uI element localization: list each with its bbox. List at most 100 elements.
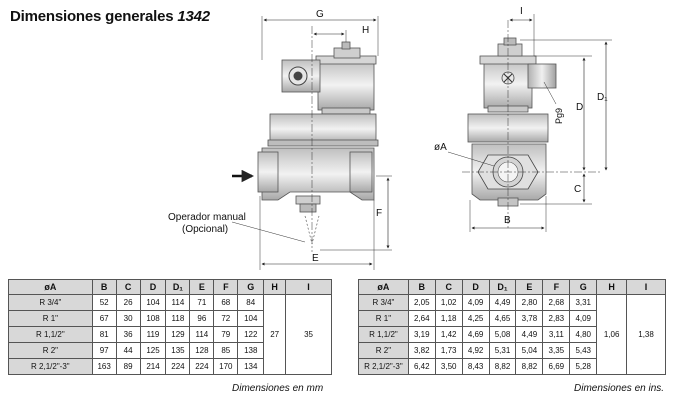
table-cell: 36	[115, 326, 141, 343]
table-cell: 30	[115, 310, 141, 327]
table-cell: 4,49	[515, 326, 544, 343]
table-row: R 1" 67 30 108 118 96 72 104	[8, 310, 332, 327]
table-cell: 1,73	[434, 342, 463, 359]
table-cell: R 3/4"	[8, 294, 93, 311]
col-header: H	[263, 279, 287, 295]
table-cell: 3,50	[434, 358, 463, 375]
page-title: Dimensiones generales 1342	[10, 8, 210, 25]
table-cell: 8,43	[461, 358, 490, 375]
table-cell: 5,04	[515, 342, 544, 359]
table-cell: 8,82	[488, 358, 517, 375]
col-header: D	[139, 279, 167, 295]
table-cell: R 1,1/2"	[8, 326, 93, 343]
table-cell: R 2,1/2"-3"	[8, 358, 93, 375]
table-cell: 224	[189, 358, 215, 375]
table-cell: 163	[91, 358, 117, 375]
table-cell: 3,19	[407, 326, 436, 343]
table-cell: 84	[237, 294, 265, 311]
table-row: R 3/4" 52 26 104 114 71 68 84 27 35	[8, 294, 332, 375]
table-cell: 4,92	[461, 342, 490, 359]
table-row: R 1,1/2" 3,19 1,42 4,69 5,08 4,49 3,11 4…	[358, 326, 666, 343]
table-cell: 26	[115, 294, 141, 311]
table-cell: 214	[139, 358, 167, 375]
col-header: øA	[8, 279, 93, 295]
table-cell: 1,18	[434, 310, 463, 327]
title-model: 1342	[177, 8, 210, 25]
table-cell: 3,31	[569, 294, 598, 311]
table-cell: 52	[91, 294, 117, 311]
col-header: G	[569, 279, 598, 295]
table-cell: R 2,1/2"-3"	[358, 358, 409, 375]
label-g: G	[316, 9, 324, 20]
table-row: R 2,1/2"-3" 163 89 214 224 224 170 134	[8, 358, 332, 375]
table-cell: 3,78	[515, 310, 544, 327]
table-cell: 134	[237, 358, 265, 375]
table-cell: 128	[189, 342, 215, 359]
table-cell: 135	[165, 342, 191, 359]
table-cell: 4,25	[461, 310, 490, 327]
table-cell: 85	[213, 342, 239, 359]
table-cell: R 3/4"	[358, 294, 409, 311]
table-cell: R 1,1/2"	[358, 326, 409, 343]
table-cell: 114	[165, 294, 191, 311]
valve-drawing: G H F E Operador manual (Opcional)	[168, 6, 612, 270]
table-cell: 129	[165, 326, 191, 343]
title-text: Dimensiones generales	[10, 8, 174, 25]
col-header: D₁	[488, 279, 517, 295]
table-row: R 3/4" 2,05 1,02 4,09 4,49 2,80 2,68 3,3…	[358, 294, 666, 375]
label-d: D	[576, 102, 583, 113]
table-cell: 2,05	[407, 294, 436, 311]
table-cell: 4,09	[461, 294, 490, 311]
col-header: G	[237, 279, 265, 295]
table-mm: øA B C D D₁ E F G H I R 3/4" 52 26 104 1…	[8, 279, 332, 375]
table-cell: 81	[91, 326, 117, 343]
table-cell: 44	[115, 342, 141, 359]
table-cell: 8,82	[515, 358, 544, 375]
table-cell: 104	[237, 310, 265, 327]
table-cell: 3,82	[407, 342, 436, 359]
operator-sub: (Opcional)	[182, 224, 228, 235]
table-cell: R 2"	[8, 342, 93, 359]
col-header: H	[596, 279, 628, 295]
label-diameter: øA	[434, 142, 447, 153]
table-cell: R 2"	[358, 342, 409, 359]
table-cell-i: 35	[285, 294, 332, 375]
table-cell: 119	[139, 326, 167, 343]
units-mm: Dimensiones en mm	[232, 383, 324, 394]
table-cell: 6,69	[542, 358, 571, 375]
label-i: I	[520, 6, 523, 17]
table-cell: 4,69	[461, 326, 490, 343]
table-cell: R 1"	[8, 310, 93, 327]
col-header: F	[542, 279, 571, 295]
col-header: C	[434, 279, 463, 295]
table-cell: 104	[139, 294, 167, 311]
table-cell: 3,35	[542, 342, 571, 359]
label-d1: D₁	[597, 92, 608, 103]
table-cell: 6,42	[407, 358, 436, 375]
col-header: I	[285, 279, 332, 295]
table-cell: 4,49	[488, 294, 517, 311]
table-cell: 79	[213, 326, 239, 343]
table-cell: 68	[213, 294, 239, 311]
table-cell: 2,64	[407, 310, 436, 327]
col-header: D	[461, 279, 490, 295]
units-ins: Dimensiones en ins.	[574, 383, 665, 394]
table-cell: 3,11	[542, 326, 571, 343]
table-cell: 4,65	[488, 310, 517, 327]
col-header: B	[91, 279, 117, 295]
side-view: G H F E Operador manual (Opcional)	[168, 9, 392, 270]
col-header: C	[115, 279, 141, 295]
label-pg9: Pg9	[554, 108, 564, 124]
table-cell: 72	[213, 310, 239, 327]
table-cell: 5,28	[569, 358, 598, 375]
col-header: B	[407, 279, 436, 295]
table-cell: 138	[237, 342, 265, 359]
table-cell: 89	[115, 358, 141, 375]
table-cell: 67	[91, 310, 117, 327]
col-header: E	[189, 279, 215, 295]
label-c: C	[574, 184, 581, 195]
table-cell: 2,83	[542, 310, 571, 327]
table-cell: 5,31	[488, 342, 517, 359]
col-header: D₁	[165, 279, 191, 295]
label-f: F	[376, 208, 382, 219]
